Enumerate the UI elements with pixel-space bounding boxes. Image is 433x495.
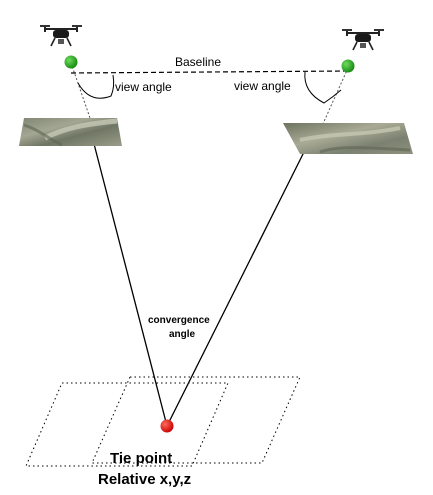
right-view-angle-arc	[304, 71, 342, 104]
ground-footprints	[25, 376, 301, 467]
left-ray	[92, 139, 168, 427]
right-image-tile	[283, 123, 413, 154]
right-ray-upper	[321, 67, 349, 127]
camera-rays	[70, 62, 349, 427]
drone-icon	[342, 29, 384, 51]
baseline-line	[70, 70, 349, 74]
left-ray-upper	[70, 62, 91, 119]
convergence-angle-label-line2: angle	[169, 329, 196, 340]
left-view-angle-arc	[77, 74, 115, 99]
relative-xyz-label: Relative x,y,z	[98, 471, 191, 488]
right-ray	[166, 151, 305, 427]
left-image-tile	[19, 118, 122, 147]
baseline-label: Baseline	[175, 55, 221, 69]
tie-point-label: Tie point	[110, 450, 172, 467]
red-dot-icon	[160, 419, 174, 433]
green-dot-icon	[64, 55, 78, 69]
left-view-angle-label: view angle	[115, 80, 172, 94]
convergence-angle-label-line1: convergence	[148, 315, 210, 326]
right-image-footprint	[91, 376, 301, 464]
green-dot-icon	[341, 59, 355, 73]
right-view-angle-label: view angle	[234, 79, 291, 93]
drone-icon	[40, 25, 82, 47]
